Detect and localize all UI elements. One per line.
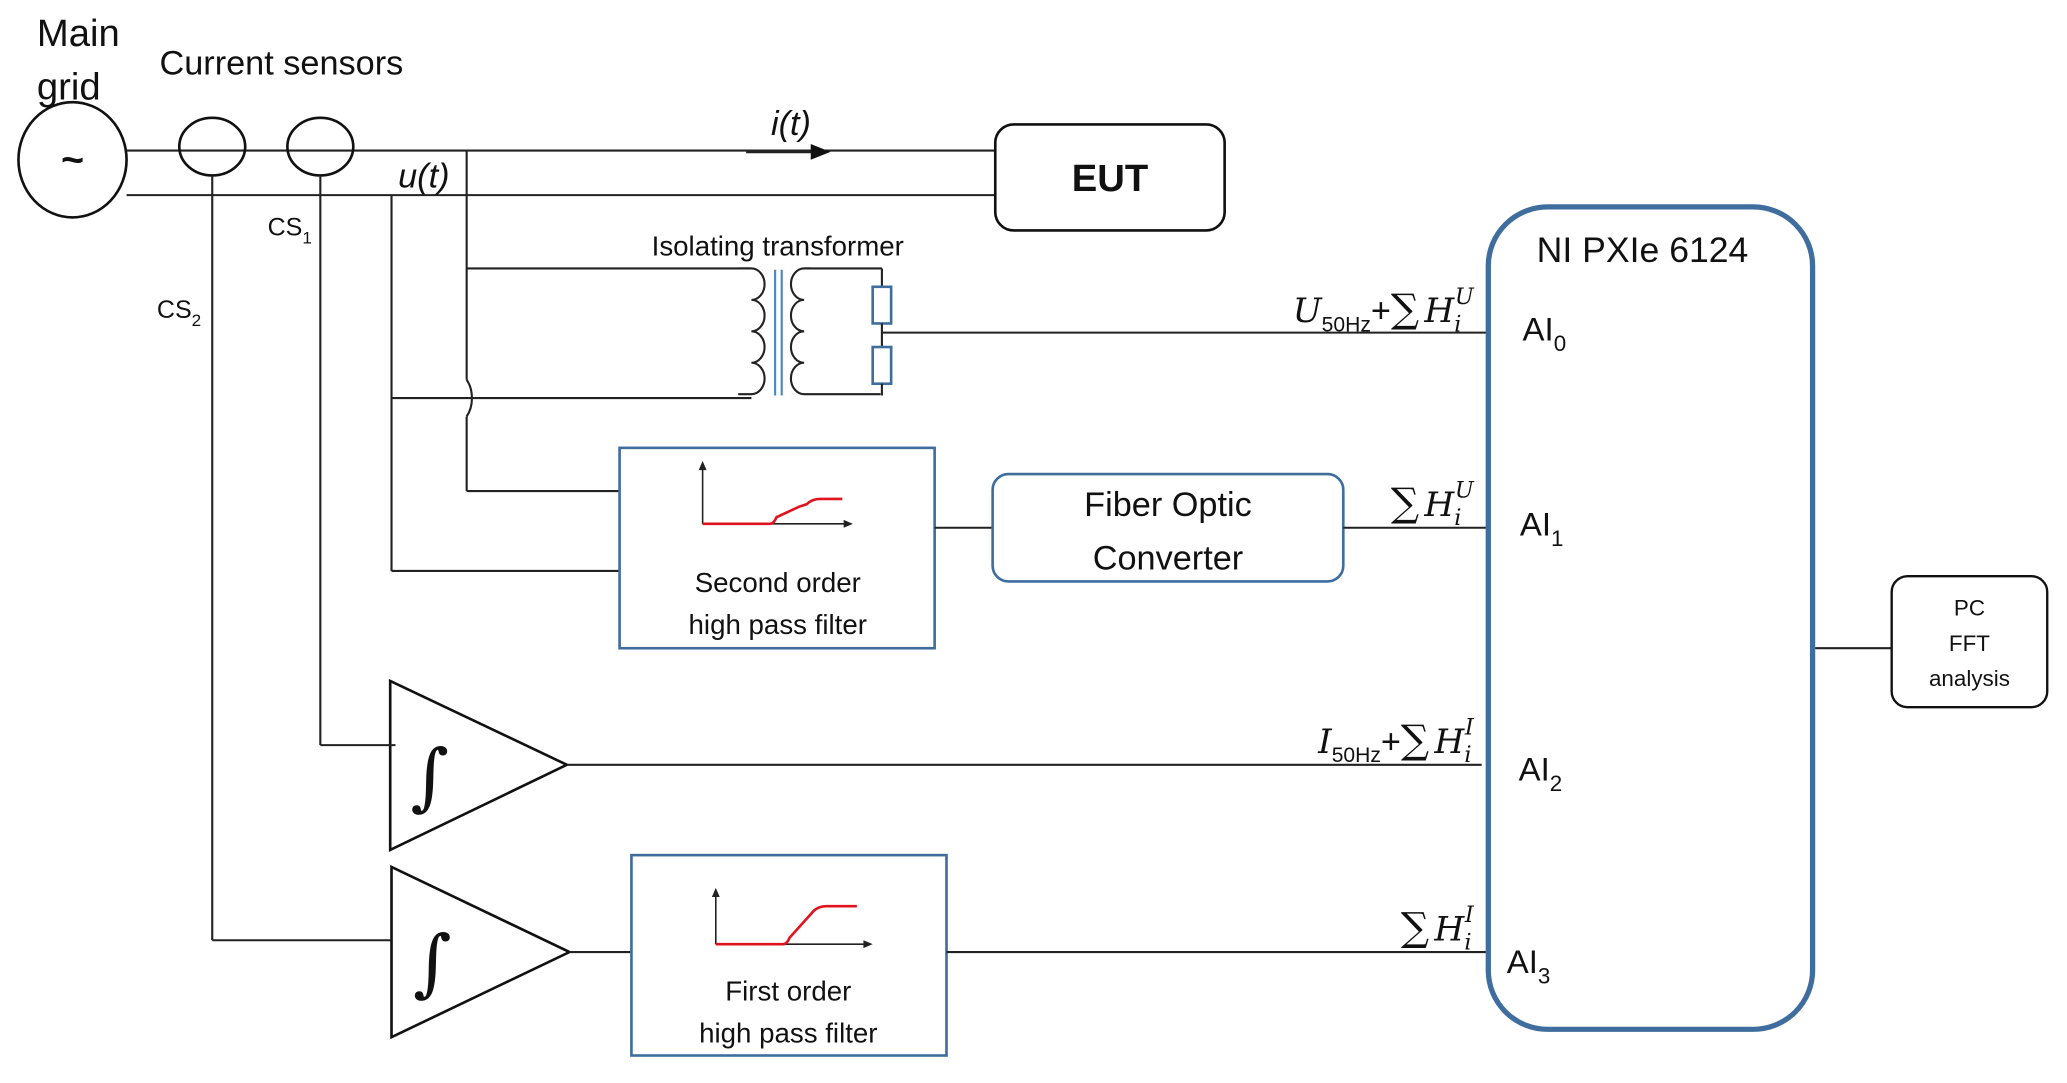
cs1-label: CS1 [268,214,312,248]
voltage-signal-label: u(t) [398,157,449,195]
pc-box [1890,575,2049,709]
filter2-response-curve [702,497,843,526]
ai2-signal-label: I50Hz+∑HiI [1317,715,1475,768]
daq-title: NI PXIe 6124 [1537,230,1749,270]
fiber-optic-label-line2: Converter [1093,540,1243,578]
first-order-filter-label-line1: First order [725,976,851,1007]
current-arrow-head [810,144,831,160]
filter1-x-arrow [863,940,873,949]
ai2-label: AI2 [1519,751,1563,796]
second-order-filter-label-line2: high pass filter [689,609,867,640]
filter2-y-arrow [698,460,707,471]
filter1-response-curve [715,904,857,946]
current-signal-label: i(t) [771,105,811,143]
eut-label: EUT [1072,158,1148,200]
integrator-2-symbol: ∫ [413,921,451,1006]
ai1-label: AI1 [1520,506,1564,551]
filter1-y-arrow [711,887,720,898]
main-grid-label-line1: Main [37,13,120,55]
channel-ai1: AI1 ∑HiU [1391,478,1564,551]
filter2-x-arrow [843,519,853,528]
first-order-filter-box [630,853,948,1057]
ai0-label: AI0 [1523,311,1567,356]
channel-ai0: AI0 U50Hz+∑HiU [1293,284,1566,356]
eut-box [993,123,1226,232]
ai1-signal-label: ∑HiU [1391,478,1475,531]
ai3-label: AI3 [1507,943,1551,988]
cs2-label: CS2 [157,296,201,330]
isolating-transformer-label: Isolating transformer [652,230,904,261]
second-order-filter-block: Second order high pass filter [618,446,936,650]
ac-source-circle [17,100,128,219]
channel-ai2: AI2 I50Hz+∑HiI [1317,715,1562,796]
daq-box [1485,204,1816,1032]
channel-ai3: AI3 ∑HiI [1401,902,1550,988]
pc-label-line2: FFT [1949,631,1990,656]
pc-label-line3: analysis [1929,666,2010,691]
first-order-filter-label-line2: high pass filter [699,1017,877,1048]
current-sensors-label: Current sensors [160,45,404,83]
integrator-1: ∫ [388,678,570,852]
primary-coil [738,267,766,396]
resistor-bottom [871,345,893,386]
ac-source-symbol: ~ [61,138,84,182]
fiber-optic-converter-block: Fiber Optic Converter [991,472,1345,583]
current-sensor-cs1 [286,116,355,177]
current-sensor-cs2 [177,116,247,177]
ai0-signal-label: U50Hz+∑HiU [1293,284,1475,337]
first-order-filter-block: First order high pass filter [630,853,948,1057]
integrator-1-triangle [388,678,570,852]
daq-block: NI PXIe 6124 [1485,204,1816,1032]
integrator-2-triangle [390,864,573,1040]
ai3-signal-label: ∑HiI [1401,902,1475,955]
pc-label-line1: PC [1954,596,1985,621]
second-order-filter-box [618,446,936,650]
pc-block: PC FFT analysis [1890,575,2049,709]
fiber-optic-label-line1: Fiber Optic [1084,486,1252,524]
eut-block: EUT [993,123,1226,232]
secondary-coil [789,267,881,396]
second-order-filter-label-line1: Second order [695,567,861,598]
integrator-1-symbol: ∫ [411,735,449,820]
ac-source: ~ [17,100,128,219]
isolating-transformer [738,267,893,396]
integrator-2: ∫ [390,864,573,1040]
resistor-top [871,285,893,325]
